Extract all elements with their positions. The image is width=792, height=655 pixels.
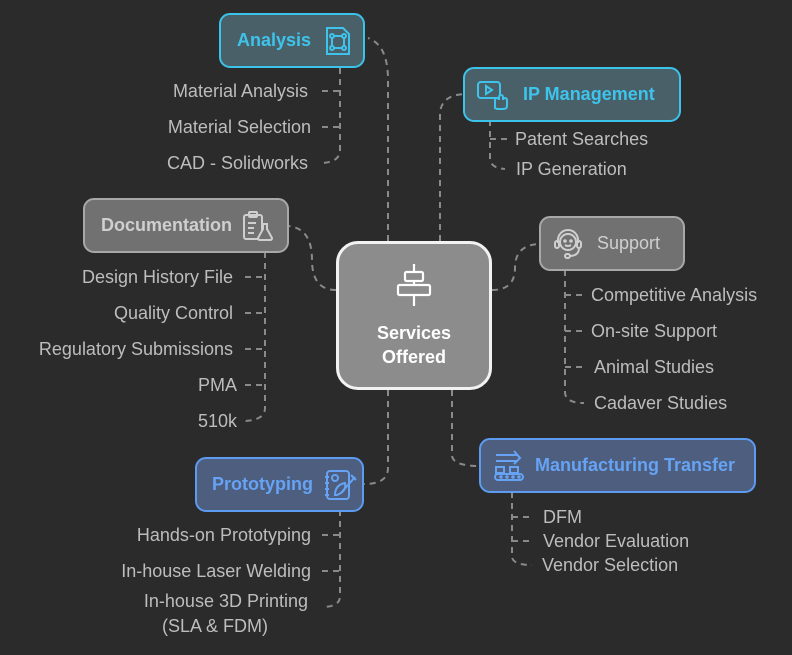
notebook-pen-icon xyxy=(323,469,357,501)
leaf-animal-studies: Animal Studies xyxy=(594,357,715,377)
link-prototyping xyxy=(363,390,389,485)
node-analysis-label: Analysis xyxy=(237,30,312,50)
link-support xyxy=(491,243,542,291)
leaf-material-selection: Material Selection xyxy=(167,117,311,137)
node-prototyping[interactable]: Prototyping xyxy=(195,457,364,512)
leaf-design-history-file: Design History File xyxy=(81,267,233,287)
screen-touch-icon xyxy=(477,80,509,110)
headset-icon xyxy=(553,228,583,259)
center-title-line2: Offered xyxy=(381,346,446,367)
leaf-hands-on-prototyping: Hands-on Prototyping xyxy=(136,525,311,545)
leaf-cad-solidworks: CAD - Solidworks xyxy=(166,153,308,173)
link-ip xyxy=(439,93,466,241)
leaf-cadaver-studies: Cadaver Studies xyxy=(594,393,728,413)
link-analysis xyxy=(367,37,389,241)
leaf-pma: PMA xyxy=(197,375,237,395)
link-documentation xyxy=(287,225,337,291)
node-ip-management-label: IP Management xyxy=(523,84,655,104)
node-support-label: Support xyxy=(597,233,661,253)
vector-square-icon xyxy=(325,26,351,56)
leaf-competitive-analysis: Competitive Analysis xyxy=(591,285,758,305)
node-support[interactable]: Support xyxy=(539,216,685,271)
node-manufacturing-transfer[interactable]: Manufacturing Transfer xyxy=(479,438,756,493)
node-documentation[interactable]: Documentation xyxy=(83,198,289,253)
node-manufacturing-transfer-label: Manufacturing Transfer xyxy=(535,455,736,475)
node-analysis[interactable]: Analysis xyxy=(219,13,365,68)
node-prototyping-label: Prototyping xyxy=(212,474,313,494)
leaf-dfm: DFM xyxy=(543,507,582,527)
leaf-510k: 510k xyxy=(197,411,237,431)
leaf-patent-searches: Patent Searches xyxy=(515,129,649,149)
link-manufacturing xyxy=(451,390,481,467)
leaf-regulatory-submissions: Regulatory Submissions xyxy=(38,339,233,359)
leaf-in-house-3d-printing: In-house 3D Printing xyxy=(143,591,308,611)
leaf-vendor-evaluation: Vendor Evaluation xyxy=(543,531,690,551)
leaf-in-house-3d-printing-note: (SLA & FDM) xyxy=(162,616,269,636)
leaf-ip-generation: IP Generation xyxy=(516,159,627,179)
clipboard-flask-icon xyxy=(242,210,274,242)
center-node-services-offered[interactable]: Services Offered xyxy=(336,241,492,390)
center-title-line1: Services xyxy=(376,322,452,343)
align-center-icon xyxy=(396,263,432,313)
conveyor-arrow-icon xyxy=(493,449,525,482)
leaf-in-house-laser-welding: In-house Laser Welding xyxy=(121,561,311,581)
leaf-quality-control: Quality Control xyxy=(113,303,233,323)
node-ip-management[interactable]: IP Management xyxy=(463,67,681,122)
leaf-vendor-selection: Vendor Selection xyxy=(542,555,679,575)
node-documentation-label: Documentation xyxy=(101,215,233,235)
leaf-material-analysis: Material Analysis xyxy=(172,81,308,101)
leaf-on-site-support: On-site Support xyxy=(591,321,718,341)
